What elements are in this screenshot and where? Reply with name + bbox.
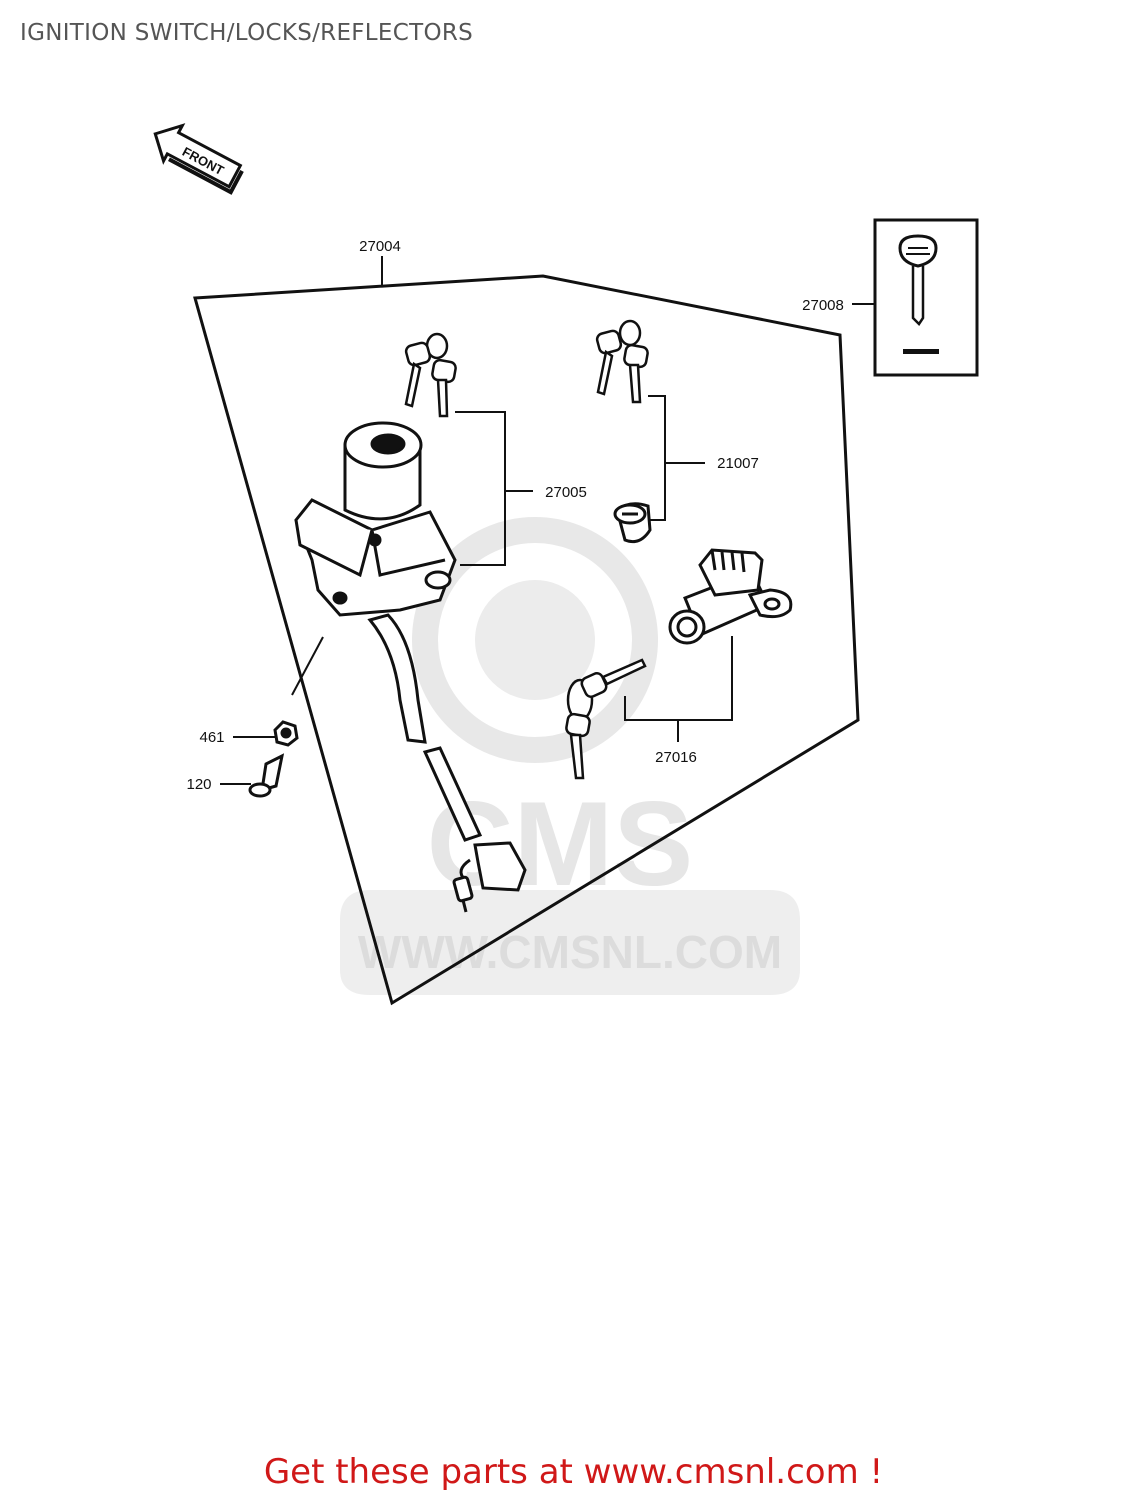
bolt-120 [248,753,285,798]
part-label-120: 120 [186,776,211,793]
watermark-url: WWW.CMSNL.COM [358,926,782,978]
cta-banner: Get these parts at www.cmsnl.com ! [0,1452,1147,1492]
key-pair-27005 [404,332,457,418]
front-arrow-icon: FRONT [153,123,244,195]
key-blank-27008 [873,218,979,377]
part-label-27005: 27005 [545,484,587,501]
nut-461 [273,720,299,747]
seat-lock [613,502,652,544]
key-pair-27016 [565,658,647,780]
kit-frame-27004 [193,274,860,1006]
part-label-21007: 21007 [717,455,759,472]
cta-link[interactable]: Get these parts at www.cmsnl.com ! [263,1452,884,1492]
wire-harness [367,613,527,913]
watermark: CMS WWW.CMSNL.COM [340,517,800,995]
leader-lines [455,395,733,742]
part-label-27008: 27008 [802,297,844,314]
part-label-461: 461 [199,729,224,746]
page-title: IGNITION SWITCH/LOCKS/REFLECTORS [20,20,474,46]
helmet-lock [668,548,793,645]
ignition-switch [294,421,457,617]
key-pair-21007 [595,319,649,404]
part-label-27016: 27016 [655,749,697,766]
part-label-27004: 27004 [359,238,401,255]
